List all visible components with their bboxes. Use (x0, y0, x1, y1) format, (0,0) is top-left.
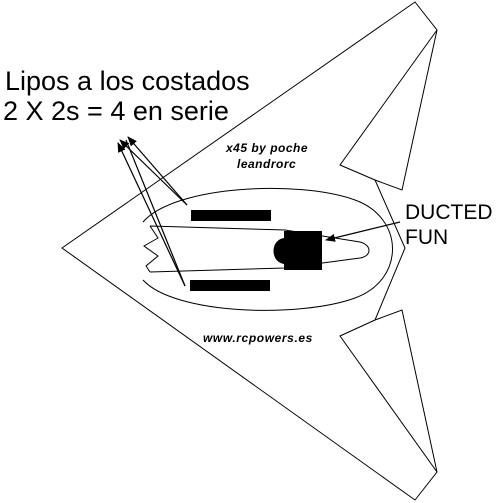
fan-label-line1: DUCTED (405, 201, 493, 224)
fan-arrow (325, 221, 401, 242)
battery-arrow-upper-b (127, 136, 188, 206)
batteries-label-line2: 2 X 2s = 4 en serie (3, 96, 229, 126)
batteries-label-line1: Lipos a los costados (5, 66, 250, 96)
lower-wingtip-fin (339, 319, 438, 473)
lower-battery (190, 280, 270, 291)
fuselage-outline (142, 187, 393, 311)
upper-wingtip-fin (339, 29, 438, 181)
wing-outline (61, 1, 438, 501)
website-label: www.rcpowers.es (203, 331, 313, 345)
upper-battery (191, 210, 271, 221)
battery-arrow-lower (117, 142, 186, 287)
ducted-fan-unit (284, 231, 322, 270)
nose-curve (359, 241, 370, 259)
credit-line1: x45 by poche (226, 141, 309, 155)
battery-arrow-lower-b (125, 139, 186, 287)
ducted-fan-hub (273, 238, 284, 264)
credit-line2: leandrorc (237, 157, 297, 171)
fan-label-line2: FUN (405, 226, 449, 249)
battery-arrow-upper (119, 139, 188, 206)
